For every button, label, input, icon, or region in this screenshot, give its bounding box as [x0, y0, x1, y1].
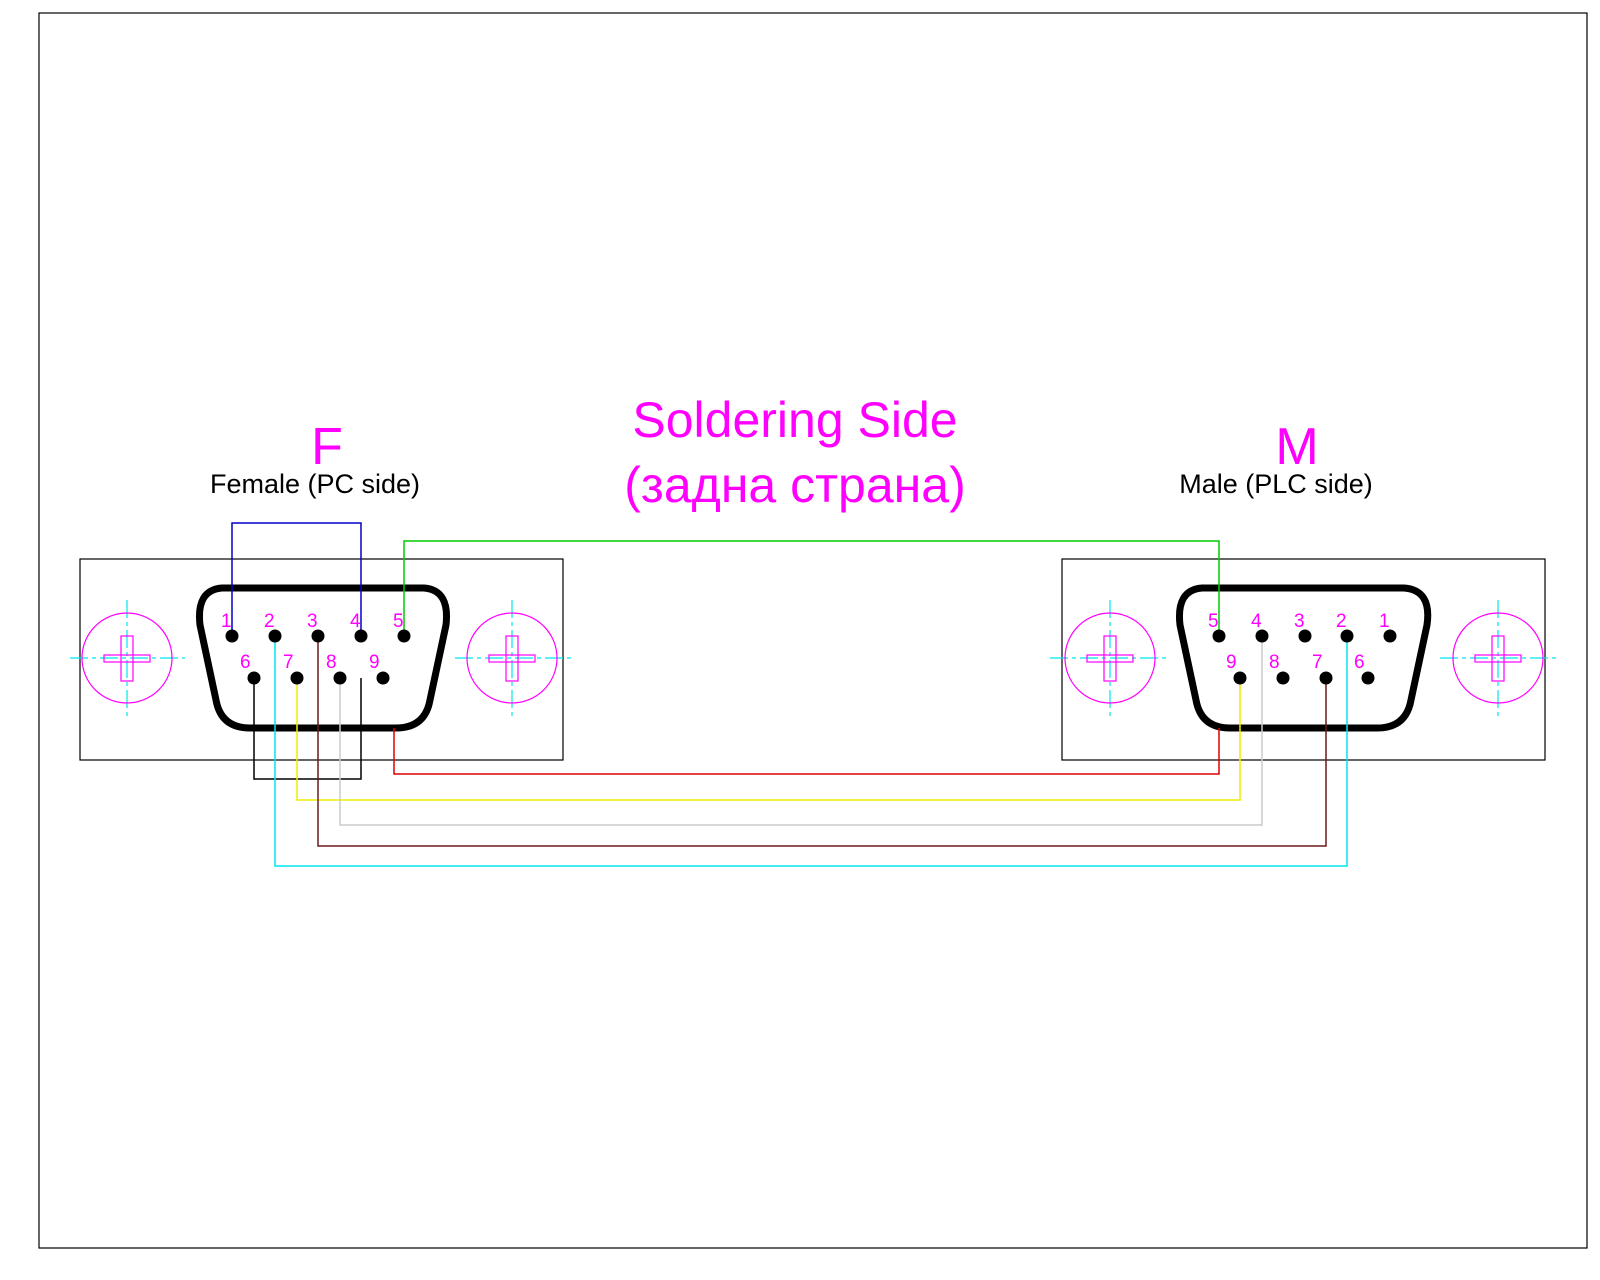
female-pins: 1 2 3 4 5 6 7 8 9: [221, 611, 411, 685]
male-pin-label-6: 6: [1354, 652, 1365, 673]
male-pin-label-1: 1: [1379, 611, 1390, 632]
male-letter: M: [1275, 418, 1318, 476]
female-connector: [70, 558, 575, 761]
wire-red: [393, 728, 1220, 775]
male-left-screw-icon: [1050, 600, 1170, 718]
female-pin-label-7: 7: [283, 652, 294, 673]
female-pin-label-8: 8: [326, 652, 337, 673]
female-pin-8: [333, 671, 347, 685]
male-pin-1: [1383, 629, 1397, 643]
male-pin-label-8: 8: [1269, 652, 1280, 673]
female-pin-5: [397, 629, 411, 643]
female-left-screw-icon: [70, 600, 185, 718]
female-pin-6: [247, 671, 261, 685]
female-pin-2: [268, 629, 282, 643]
male-pin-3: [1298, 629, 1312, 643]
female-pin-7: [290, 671, 304, 685]
male-pin-label-2: 2: [1336, 611, 1347, 632]
male-pin-9: [1233, 671, 1247, 685]
male-pin-7: [1319, 671, 1333, 685]
male-pin-label-4: 4: [1251, 611, 1262, 632]
title-line2: (задна страна): [624, 457, 965, 513]
female-panel: [79, 558, 564, 761]
female-pin-label-1: 1: [221, 611, 232, 632]
female-pin-label-5: 5: [393, 611, 404, 632]
female-pin-label-9: 9: [369, 652, 380, 673]
wire-yellow: [296, 678, 1241, 801]
male-pin-5: [1212, 629, 1226, 643]
male-pin-4: [1255, 629, 1269, 643]
female-shell: [195, 584, 451, 732]
female-pin-9: [376, 671, 390, 685]
male-connector: [1050, 558, 1560, 761]
female-pin-label-6: 6: [240, 652, 251, 673]
male-pin-8: [1276, 671, 1290, 685]
female-label: Female (PC side): [210, 469, 420, 499]
wires: [231, 522, 1348, 867]
male-pin-label-9: 9: [1226, 652, 1237, 673]
drawing-frame: [38, 12, 1588, 1249]
female-letter: F: [311, 418, 343, 476]
wire-black: [253, 678, 362, 780]
title-line1: Soldering Side: [632, 392, 957, 448]
male-pin-2: [1340, 629, 1354, 643]
wire-gray: [339, 636, 1263, 826]
male-pin-6: [1361, 671, 1375, 685]
wire-green: [403, 540, 1220, 636]
male-pin-label-7: 7: [1312, 652, 1323, 673]
female-right-screw-icon: [455, 600, 575, 718]
female-pin-label-3: 3: [307, 611, 318, 632]
female-pin-label-4: 4: [350, 611, 361, 632]
female-pin-label-2: 2: [264, 611, 275, 632]
wire-brown: [317, 636, 1327, 847]
male-right-screw-icon: [1440, 600, 1560, 718]
male-pins: 5 4 3 2 1 9 8 7 6: [1208, 611, 1397, 685]
wire-cyan: [274, 636, 1348, 867]
male-shell: [1175, 584, 1432, 732]
female-pin-3: [311, 629, 325, 643]
male-pin-label-5: 5: [1208, 611, 1219, 632]
wire-blue: [231, 522, 362, 636]
male-label: Male (PLC side): [1179, 469, 1373, 499]
female-pin-1: [225, 629, 239, 643]
female-pin-4: [354, 629, 368, 643]
male-panel: [1061, 558, 1546, 761]
male-pin-label-3: 3: [1294, 611, 1305, 632]
